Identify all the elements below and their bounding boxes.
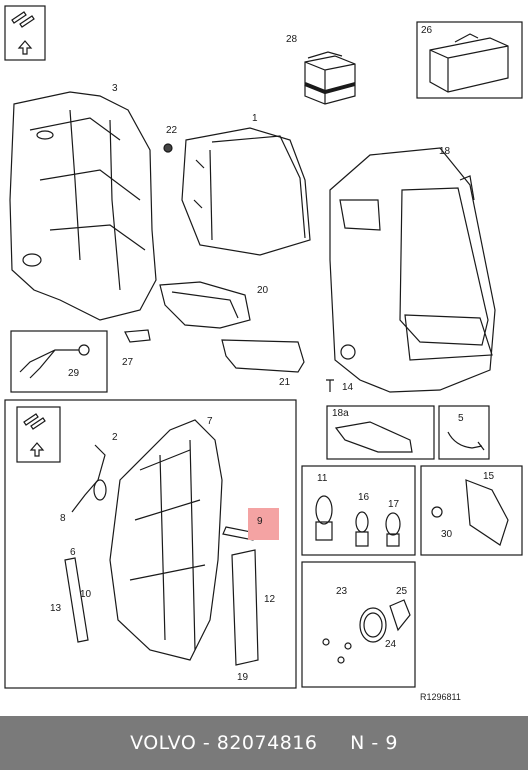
part-21-gasket [221,339,305,373]
part-label-30: 30 [441,529,453,540]
footer-gap [317,732,350,754]
part-28-package [304,51,356,105]
part-label-6: 6 [70,547,76,558]
part-5-cable-tie [447,431,485,451]
part-label-28: 28 [286,34,298,45]
part-label-27: 27 [122,357,134,368]
bulbs-frame [301,465,416,556]
part-15-bracket [465,479,509,546]
part-label-29: 29 [68,368,80,379]
part-18-cover-panel [329,147,496,393]
footer-bar: VOLVO - 82074816 N - 9 [0,716,528,770]
part-label-9: 9 [257,516,263,527]
footer-separator: - [196,732,217,754]
detail-frame [4,399,297,689]
detail-housing [109,419,223,661]
part-label-11: 11 [317,473,328,484]
part-label-18a: 18a [332,408,349,419]
part-1-headlamp [181,127,311,256]
part-label-12: 12 [264,594,276,605]
part-5-frame [438,405,490,460]
highlight-box[interactable] [248,508,279,540]
detail-connector-icon [23,413,46,457]
part-label-20: 20 [257,285,269,296]
reference-code: R1296811 [420,692,461,702]
part-label-23: 23 [336,586,348,597]
connector-kit-icon-box [4,5,46,61]
bulb-16 [355,511,369,547]
part-30-screw [431,506,443,518]
parts-diagram: 1235678910111213141516171818a19202122232… [4,5,523,689]
part-24-seal-ring [359,607,387,643]
detail-connector-icon-box [16,406,61,463]
bulb-11 [315,495,333,541]
part-27-clip [124,329,151,343]
part-label-10: 10 [80,589,92,600]
part-label-16: 16 [358,492,370,503]
part-20-lamp-unit [159,281,251,329]
part-25-holder [389,599,411,632]
part-label-26: 26 [421,25,433,36]
part-label-18: 18 [439,146,451,157]
part-23-frame [301,561,416,688]
part-label-5: 5 [458,413,464,424]
bulb-17 [385,512,401,547]
part-label-3: 3 [112,83,118,94]
part-label-19: 19 [237,672,249,683]
part-26-frame [416,21,523,99]
part-label-22: 22 [166,125,178,136]
part-29-wiring-harness [19,344,90,379]
footer-position: N - 9 [350,732,398,754]
part-14-screw [326,379,334,392]
part-23-screws [322,638,352,664]
part-22-nut [163,143,173,153]
part-label-7: 7 [207,416,213,427]
footer-part-number: 82074816 [216,732,318,754]
part-15-frame [420,465,523,556]
part-label-24: 24 [385,639,397,650]
part-label-15: 15 [483,471,495,482]
part-13-strip [64,557,89,643]
part-3-housing-bracket [9,91,157,321]
connector-kit-icon [11,11,35,55]
part-label-1: 1 [252,113,258,124]
part-label-13: 13 [50,603,62,614]
part-label-2: 2 [112,432,118,443]
part-18a-frame [326,405,435,460]
part-18a-bracket [334,421,413,453]
part-label-21: 21 [279,377,291,388]
part-29-frame [10,330,108,393]
part-label-14: 14 [342,382,354,393]
footer-brand: VOLVO [130,732,197,754]
part-12-strip [231,549,259,666]
part-26-tool-case [429,33,509,93]
part-8-harness [71,444,107,513]
part-label-8: 8 [60,513,66,524]
part-label-25: 25 [396,586,408,597]
part-label-17: 17 [388,499,400,510]
